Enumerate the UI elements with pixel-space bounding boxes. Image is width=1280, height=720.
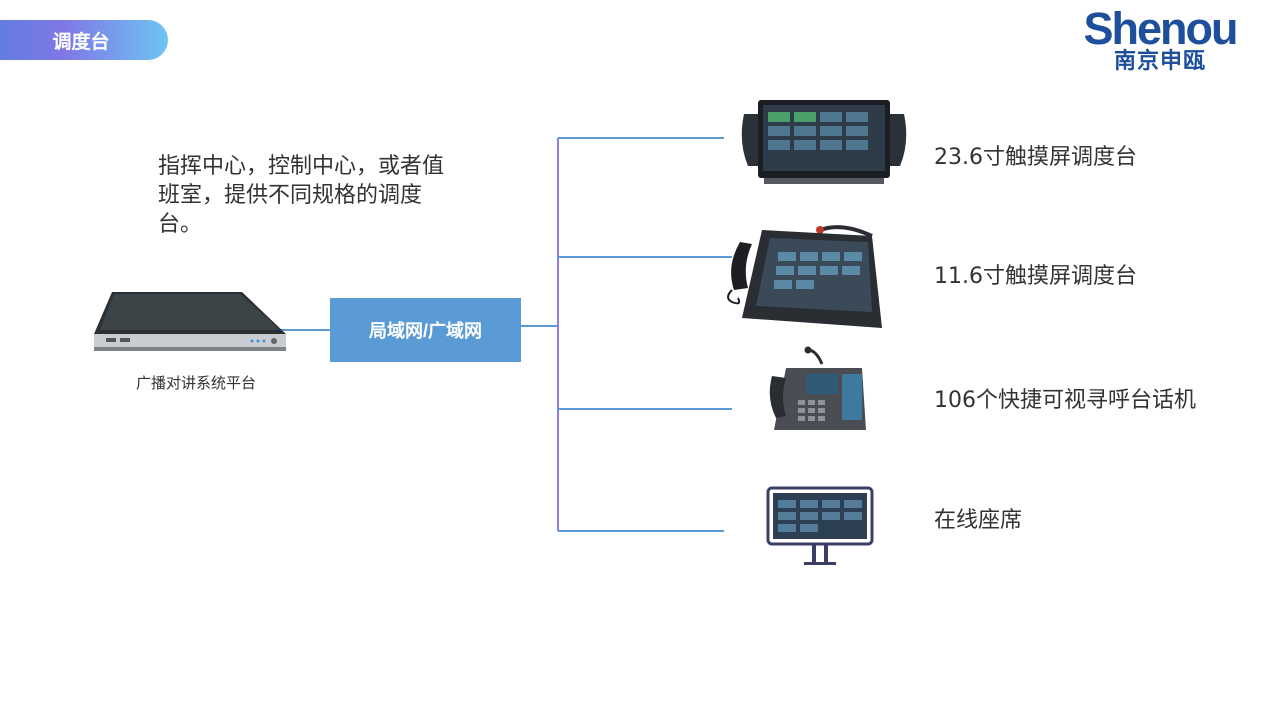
desk-touchscreen-console-icon (727, 225, 882, 328)
device-label-3: 106个快捷可视寻呼台话机 (934, 388, 1196, 413)
rack-server-icon (94, 292, 286, 351)
large-touchscreen-console-icon (741, 100, 907, 184)
logo-chinese-name: 南京申瓯 (1113, 49, 1206, 74)
device-label-2: 11.6寸触摸屏调度台 (934, 264, 1137, 289)
description-text: 指挥中心，控制中心，或者值班室，提供不同规格的调度台。 (158, 154, 445, 237)
video-paging-phone-icon (769, 346, 866, 430)
page-title: 调度台 (0, 20, 168, 60)
monitor-seat-icon (766, 486, 874, 565)
shenou-logo: Shenou 南京申瓯 (1060, 6, 1260, 78)
logo-wordmark: Shenou (1083, 3, 1239, 54)
network-box: 局域网/广域网 (330, 298, 521, 362)
device-label-1: 23.6寸触摸屏调度台 (934, 145, 1137, 170)
device-label-4: 在线座席 (934, 508, 1023, 533)
server-label: 广播对讲系统平台 (135, 374, 256, 392)
